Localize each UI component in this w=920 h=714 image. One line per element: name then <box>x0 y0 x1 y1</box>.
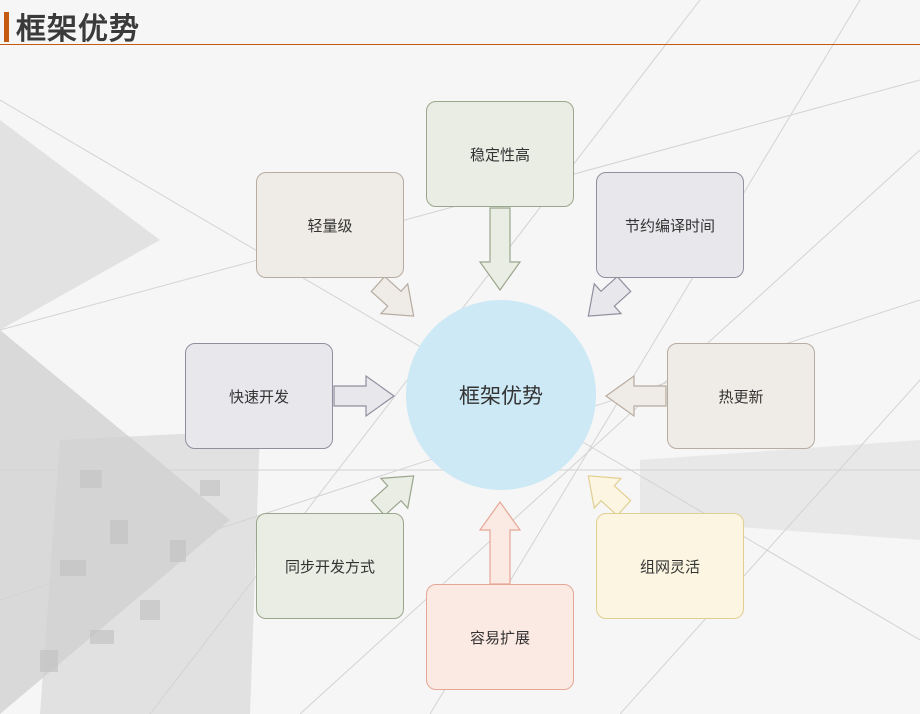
arrow-fastdev <box>333 374 396 418</box>
node-fast-dev: 快速开发 <box>185 343 333 449</box>
node-label: 热更新 <box>718 387 764 406</box>
arrow-hotupdate <box>604 374 667 418</box>
arrow-sync <box>370 475 415 517</box>
arrow-light <box>370 275 415 317</box>
title-accent <box>4 12 9 42</box>
arrow-compile <box>587 275 632 317</box>
arrow-network <box>587 475 632 517</box>
node-label: 容易扩展 <box>469 628 530 647</box>
center-circle: 框架优势 <box>406 300 596 490</box>
node-compile-time: 节约编译时间 <box>596 172 744 278</box>
center-label: 框架优势 <box>459 384 543 408</box>
node-lightweight: 轻量级 <box>256 172 404 278</box>
node-sync-dev: 同步开发方式 <box>256 513 404 619</box>
node-stability: 稳定性高 <box>426 101 574 207</box>
page-title: 框架优势 <box>16 12 140 47</box>
title-bar: 框架优势 <box>0 0 920 47</box>
node-extensible: 容易扩展 <box>426 584 574 690</box>
arrow-extend <box>478 500 522 585</box>
node-label: 轻量级 <box>307 216 353 235</box>
node-label: 同步开发方式 <box>284 557 375 576</box>
node-label: 稳定性高 <box>469 145 530 164</box>
title-rule <box>0 44 920 45</box>
node-label: 节约编译时间 <box>624 216 715 235</box>
arrow-stability <box>478 207 522 292</box>
node-label: 组网灵活 <box>639 557 700 576</box>
node-hot-update: 热更新 <box>667 343 815 449</box>
node-network: 组网灵活 <box>596 513 744 619</box>
node-label: 快速开发 <box>228 387 289 406</box>
